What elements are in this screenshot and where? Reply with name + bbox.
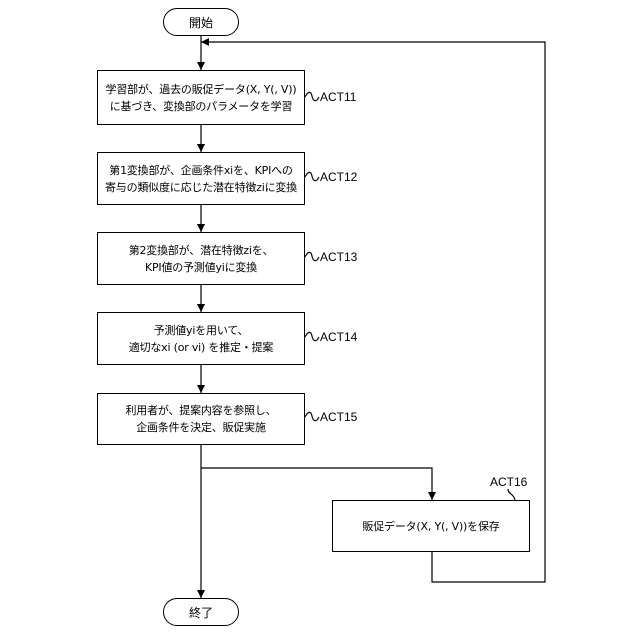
step-act15-box: 利用者が、提案内容を参照し、 企画条件を決定、販促実施 (97, 393, 305, 445)
step-act13-label: ACT13 (320, 250, 357, 264)
act16-label-connector (508, 489, 515, 500)
step-act15-label: ACT15 (320, 410, 357, 424)
act11-label-connector (305, 92, 319, 100)
step-act13-line-1: 第2変換部が、潜在特徴ziを、 (129, 242, 274, 259)
start-terminal: 開始 (163, 8, 239, 36)
step-act14-label: ACT14 (320, 330, 357, 344)
act15-label-connector (305, 412, 319, 420)
step-act12-line-1: 第1変換部が、企画条件xiを、KPIへの (109, 162, 292, 179)
step-act11-box: 学習部が、過去の販促データ(X, Y(, V)) に基づき、変換部のパラメータを… (97, 70, 305, 125)
step-act13-line-2: KPI値の予測値yiに変換 (145, 259, 257, 276)
step-act16-text: 販促データ(X, Y(, V))を保存 (362, 518, 499, 535)
step-act14-box: 予測値yiを用いて、 適切なxi (or vi) を推定・提案 (97, 312, 305, 365)
end-terminal: 終了 (163, 598, 239, 626)
branch-arrow-to-act16 (201, 468, 432, 500)
step-act11-line-2: に基づき、変換部のパラメータを学習 (110, 98, 293, 115)
act13-label-connector (305, 252, 319, 260)
step-act12-box: 第1変換部が、企画条件xiを、KPIへの 寄与の類似度に応じた潜在特徴ziに変換 (97, 152, 305, 205)
step-act11-label: ACT11 (320, 90, 356, 104)
end-terminal-label: 終了 (189, 604, 213, 621)
step-act12-label: ACT12 (320, 170, 357, 184)
step-act16-box: 販促データ(X, Y(, V))を保存 (332, 500, 530, 552)
step-act15-line-1: 利用者が、提案内容を参照し、 (126, 402, 277, 419)
step-act11-line-1: 学習部が、過去の販促データ(X, Y(, V)) (106, 81, 297, 98)
step-act15-line-2: 企画条件を決定、販促実施 (136, 419, 266, 436)
act12-label-connector (305, 172, 319, 180)
step-act12-line-2: 寄与の類似度に応じた潜在特徴ziに変換 (105, 179, 297, 196)
step-act14-line-2: 適切なxi (or vi) を推定・提案 (129, 339, 273, 356)
start-terminal-label: 開始 (189, 14, 213, 31)
step-act14-line-1: 予測値yiを用いて、 (154, 322, 249, 339)
act14-label-connector (305, 332, 319, 340)
step-act16-label: ACT16 (490, 475, 527, 489)
step-act13-box: 第2変換部が、潜在特徴ziを、 KPI値の予測値yiに変換 (97, 232, 305, 285)
